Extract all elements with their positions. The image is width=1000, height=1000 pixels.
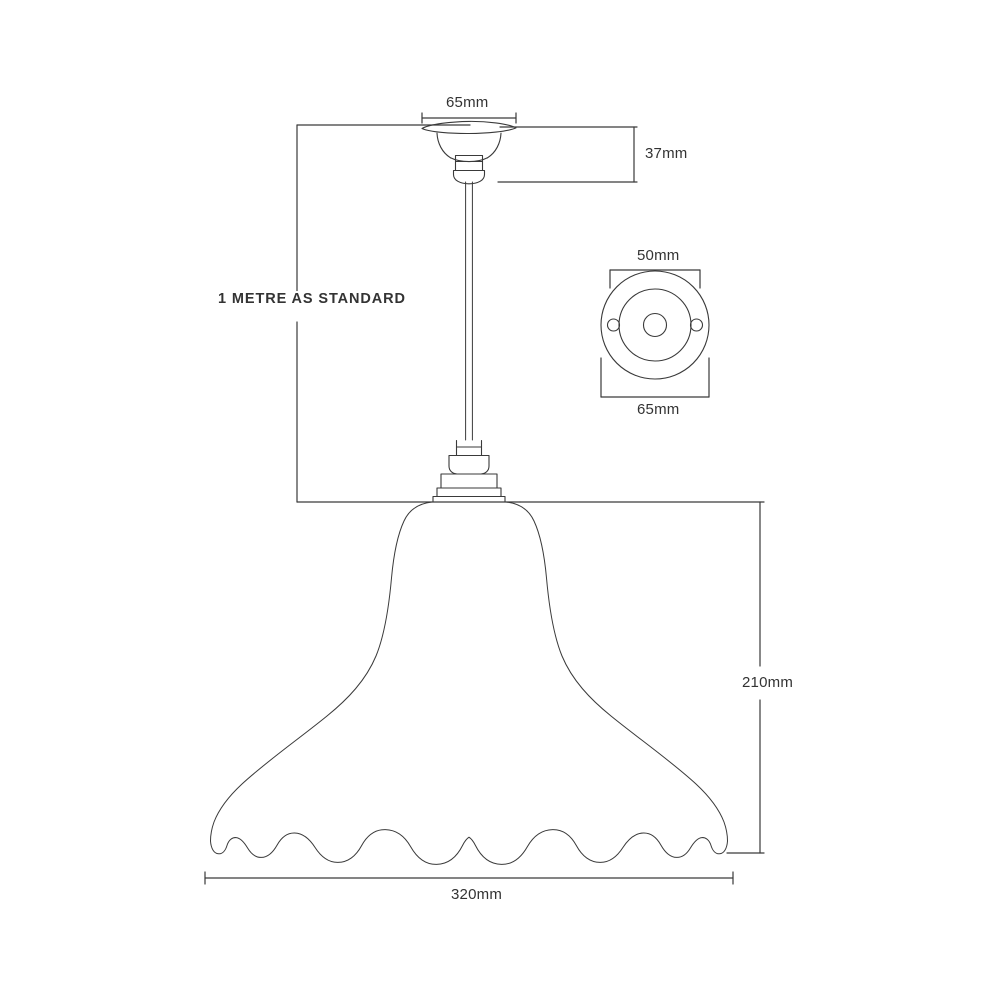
dimension-label-shade-width: 320mm [447, 886, 507, 905]
dimension-plate-outer-65mm [600, 357, 710, 398]
rose-collar [452, 154, 486, 185]
dimension-label-plate-outer-diameter: 65mm [633, 401, 684, 420]
dimension-label-shade-height: 210mm [738, 673, 798, 693]
dimension-shade-width-320mm [204, 871, 734, 885]
dimension-label-drop-length: 1 METRE AS STANDARD [214, 291, 410, 309]
dimension-drop-1-metre [296, 124, 521, 503]
dimension-plate-inner-50mm [609, 269, 701, 289]
plate-outer-circle [600, 270, 710, 380]
dimension-rose-diameter-65mm [421, 112, 517, 124]
shade [210, 501, 728, 865]
suspension-cord [465, 181, 473, 441]
plate-inner-circle [618, 288, 692, 362]
ceiling-plate-plan-view [600, 270, 710, 380]
dimension-label-rose-diameter: 65mm [442, 94, 493, 113]
plate-left-screw-hole [606, 318, 621, 332]
dimension-label-rose-height: 37mm [641, 145, 692, 164]
dimension-label-plate-inner-diameter: 50mm [633, 247, 684, 266]
lamp-holder [432, 439, 506, 503]
plate-centre-hole [642, 312, 668, 338]
dimension-shade-height-210mm [519, 501, 765, 854]
plate-right-screw-hole [689, 318, 704, 332]
dimension-rose-height-37mm [497, 126, 638, 183]
